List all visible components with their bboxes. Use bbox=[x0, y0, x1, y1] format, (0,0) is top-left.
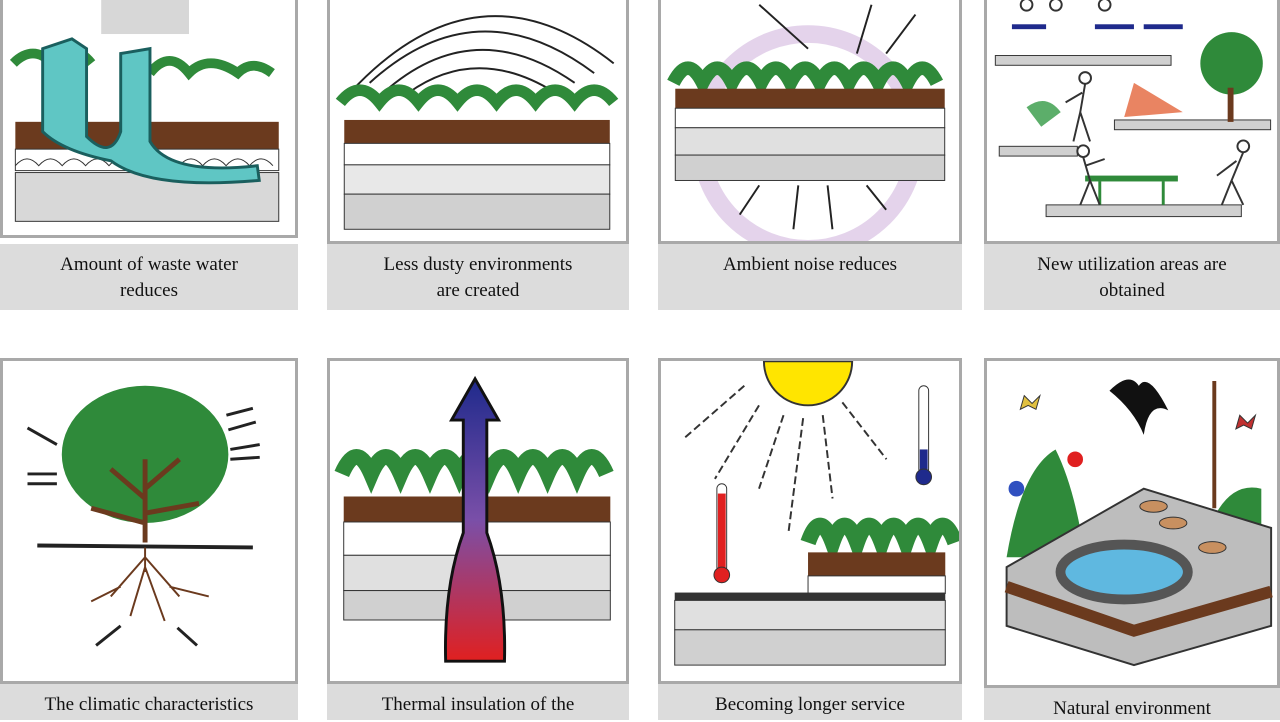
tree-roots-wind-icon bbox=[26, 385, 260, 647]
dust-arcs-roof-icon bbox=[335, 15, 619, 230]
panel-dust bbox=[327, 0, 629, 244]
panel-waste-water bbox=[0, 0, 298, 238]
panel-noise bbox=[658, 0, 962, 244]
caption-waste-water: Amount of waste water reduces bbox=[0, 244, 298, 310]
caption-climate: The climatic characteristics bbox=[0, 684, 298, 720]
people-terraces-icon bbox=[994, 0, 1272, 218]
panel-nature bbox=[984, 358, 1280, 688]
panel-thermal bbox=[327, 358, 629, 684]
caption-thermal: Thermal insulation of the bbox=[327, 684, 629, 720]
panel-climate bbox=[0, 358, 298, 684]
caption-utilization: New utilization areas are obtained bbox=[984, 244, 1280, 310]
caption-nature: Natural environment bbox=[984, 688, 1280, 720]
caption-noise: Ambient noise reduces bbox=[658, 244, 962, 310]
sun-thermometers-roof-icon bbox=[674, 361, 959, 666]
caption-service: Becoming longer service bbox=[658, 684, 962, 720]
waste-water-pipe-roof-icon bbox=[9, 0, 280, 222]
heat-arrow-roof-icon bbox=[334, 375, 614, 663]
caption-dust: Less dusty environments are created bbox=[327, 244, 629, 310]
panel-service bbox=[658, 358, 962, 684]
panel-utilization bbox=[984, 0, 1280, 244]
noise-arrows-roof-icon bbox=[667, 4, 946, 241]
pond-birds-roof-icon bbox=[1004, 379, 1273, 667]
